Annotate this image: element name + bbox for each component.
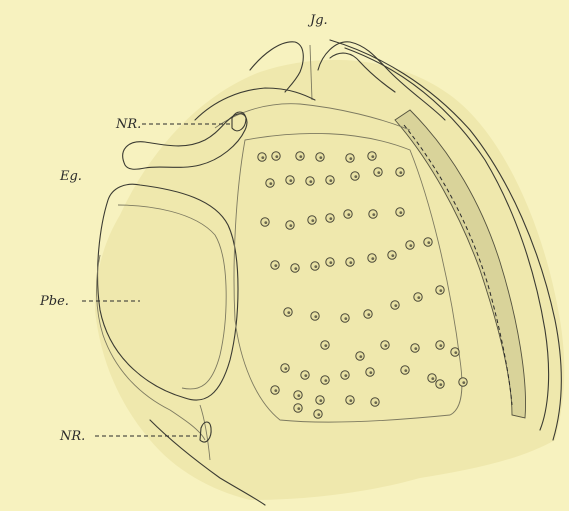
pore-center	[344, 317, 347, 320]
pore-center	[309, 180, 312, 183]
pore-center	[289, 224, 292, 227]
label-nr-top: NR.	[115, 117, 141, 132]
pore-center	[324, 379, 327, 382]
pore-center	[344, 374, 347, 377]
pore-center	[391, 254, 394, 257]
pore-center	[349, 399, 352, 402]
pore-center	[439, 383, 442, 386]
pore-center	[314, 265, 317, 268]
pore-center	[329, 217, 332, 220]
pore-center	[324, 344, 327, 347]
pore-center	[347, 213, 350, 216]
pore-center	[417, 296, 420, 299]
pore-center	[371, 257, 374, 260]
pore-center	[317, 413, 320, 416]
pore-center	[377, 171, 380, 174]
pore-center	[261, 156, 264, 159]
label-eg: Eg.	[59, 169, 82, 184]
pore-center	[264, 221, 267, 224]
label-nr-bottom: NR.	[59, 429, 85, 444]
pore-center	[319, 399, 322, 402]
pore-center	[369, 371, 372, 374]
pore-center	[304, 374, 307, 377]
pore-center	[297, 394, 300, 397]
pore-center	[414, 347, 417, 350]
pore-center	[289, 179, 292, 182]
pore-center	[354, 175, 357, 178]
pore-center	[399, 211, 402, 214]
pore-center	[269, 182, 272, 185]
pore-center	[394, 304, 397, 307]
pore-center	[439, 289, 442, 292]
pore-center	[439, 344, 442, 347]
pore-center	[431, 377, 434, 380]
pore-center	[349, 261, 352, 264]
pore-center	[329, 261, 332, 264]
pore-center	[294, 267, 297, 270]
pore-center	[371, 155, 374, 158]
pore-center	[374, 401, 377, 404]
pore-center	[274, 264, 277, 267]
pore-center	[409, 244, 412, 247]
pore-center	[275, 155, 278, 158]
pore-center	[462, 381, 465, 384]
pore-center	[404, 369, 407, 372]
pore-center	[329, 179, 332, 182]
pore-center	[299, 155, 302, 158]
pore-center	[359, 355, 362, 358]
pore-center	[454, 351, 457, 354]
pore-center	[384, 344, 387, 347]
pore-center	[367, 313, 370, 316]
pore-center	[284, 367, 287, 370]
pore-center	[274, 389, 277, 392]
pore-center	[427, 241, 430, 244]
pore-center	[314, 315, 317, 318]
pore-center	[297, 407, 300, 410]
label-pbe: Pbe.	[39, 294, 69, 309]
pore-center	[319, 156, 322, 159]
pore-center	[372, 213, 375, 216]
label-jg: Jg.	[307, 13, 328, 28]
pore-center	[349, 157, 352, 160]
pore-center	[287, 311, 290, 314]
pore-center	[399, 171, 402, 174]
pore-center	[311, 219, 314, 222]
